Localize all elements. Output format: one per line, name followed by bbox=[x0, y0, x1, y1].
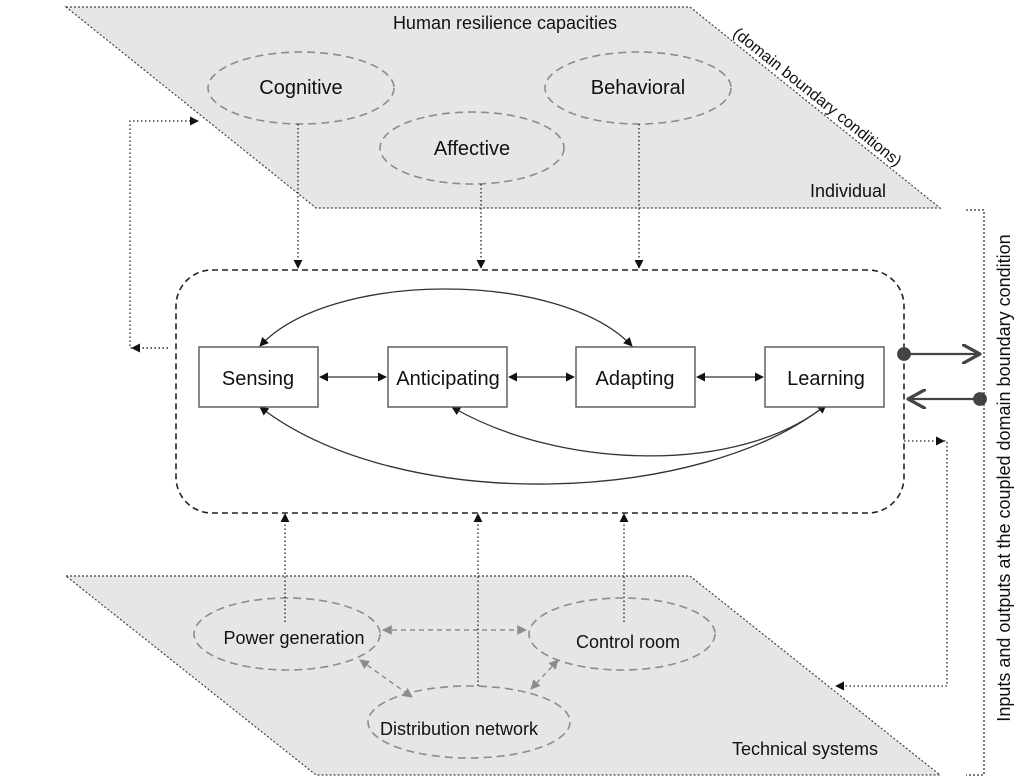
cognitive-ellipse bbox=[207, 51, 395, 125]
boundary-io-arrows bbox=[904, 354, 980, 399]
learning-anticipating-arc bbox=[451, 404, 827, 457]
coupled-boundary-label: Inputs and outputs at the coupled domain… bbox=[994, 234, 1014, 721]
capacity-behavioral-label: Behavioral bbox=[591, 77, 686, 99]
power-generation-ellipse bbox=[193, 597, 381, 671]
behavioral-ellipse bbox=[544, 51, 732, 125]
capacity-affective-label: Affective bbox=[434, 138, 510, 160]
side-bracket: Inputs and outputs at the coupled domain… bbox=[966, 209, 1014, 776]
learning-sensing-arc bbox=[259, 404, 827, 485]
stage-anticipating-label: Anticipating bbox=[396, 368, 499, 390]
stage-adapting-label: Adapting bbox=[596, 368, 675, 390]
technical-plane-shape bbox=[64, 575, 942, 776]
stage-anticipating-box bbox=[387, 346, 508, 408]
stage-learning-box bbox=[764, 346, 885, 408]
system-power-generation-label: Power generation bbox=[223, 628, 364, 648]
individual-corner-label: Individual bbox=[810, 181, 886, 201]
side-bracket-line bbox=[966, 209, 985, 776]
control-room-ellipse bbox=[528, 597, 716, 671]
individual-plane-shape bbox=[64, 6, 942, 209]
system-distribution-network-label: Distribution network bbox=[380, 719, 539, 739]
affective-ellipse bbox=[379, 111, 565, 185]
technical-corner-label: Technical systems bbox=[732, 739, 878, 759]
stage-learning-label: Learning bbox=[787, 368, 865, 390]
left-feedback-loop bbox=[129, 116, 199, 353]
feedback-to-technical-arrow bbox=[835, 440, 948, 691]
stage-arcs bbox=[259, 288, 827, 485]
right-feedback-loop bbox=[835, 436, 948, 691]
technical-influence-arrows bbox=[280, 513, 629, 686]
capacity-influence-arrows bbox=[293, 124, 644, 269]
individual-plane: Human resilience capacities (domain boun… bbox=[64, 6, 942, 209]
stage-sensing-box bbox=[198, 346, 319, 408]
stage-boxes: Sensing Anticipating Adapting Learning bbox=[198, 346, 885, 408]
individual-plane-title: Human resilience capacities bbox=[393, 13, 617, 33]
control-distribution-link bbox=[530, 659, 559, 690]
system-control-room-label: Control room bbox=[576, 632, 680, 652]
sensing-adapting-arc bbox=[259, 288, 633, 347]
technical-plane: Technical systems Power generation Contr… bbox=[64, 575, 942, 776]
power-distribution-link bbox=[359, 659, 413, 698]
distribution-network-ellipse bbox=[367, 685, 571, 759]
stage-sensing-label: Sensing bbox=[222, 368, 294, 390]
feedback-to-individual-arrow bbox=[129, 116, 199, 349]
stage-adapting-box bbox=[575, 346, 696, 408]
capacity-cognitive-label: Cognitive bbox=[259, 77, 342, 99]
